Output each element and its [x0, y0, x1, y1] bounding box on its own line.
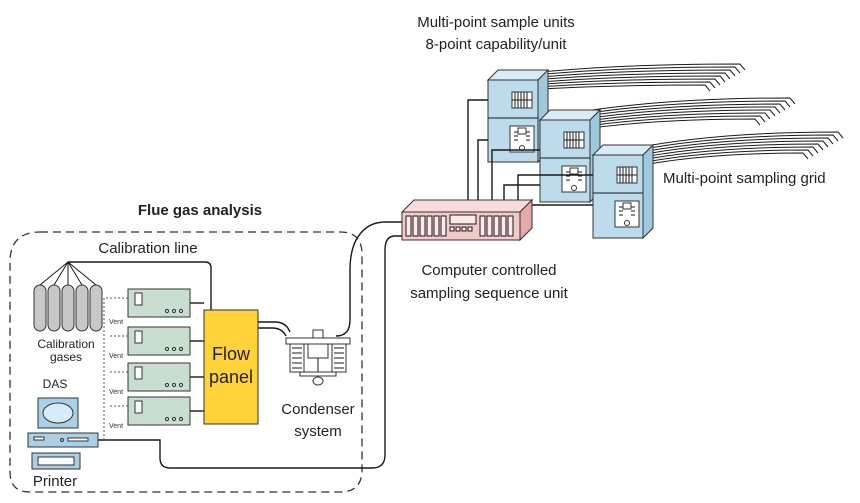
sample-units-label-line1: Multi-point sample units — [417, 14, 575, 31]
flow-panel-label-line2: panel — [209, 367, 253, 387]
sequencer-label-line2: sampling sequence unit — [410, 285, 568, 302]
analyzer-3 — [127, 362, 191, 392]
das-computer — [27, 397, 99, 448]
sequencer-to-condenser-line — [335, 221, 402, 337]
condenser-label-line2: system — [294, 423, 342, 440]
sequencer-unit — [400, 198, 534, 242]
flue-gas-analysis-boundary — [9, 231, 363, 493]
analyzer-1 — [127, 288, 191, 318]
das-label: DAS — [43, 377, 68, 391]
sample-unit-3 — [591, 143, 655, 240]
calibration-gases-label-line1: Calibration — [37, 337, 94, 351]
panel-to-condenser-line — [258, 321, 291, 333]
sequencer-label-line1: Computer controlled — [421, 262, 556, 279]
calibration-gases-label-line2: gases — [50, 350, 82, 364]
flow-panel-label-line1: Flow — [212, 344, 251, 364]
analyzer-2 — [127, 326, 191, 356]
flue-gas-analysis-title: Flue gas analysis — [138, 202, 262, 219]
analyzer-4 — [127, 396, 191, 426]
vent-label-1: Vent — [109, 319, 123, 326]
calibration-line — [68, 261, 212, 310]
sequencer-to-das-line — [98, 235, 402, 469]
panel-to-condenser-line-2 — [258, 327, 287, 337]
calibration-manifold — [39, 261, 97, 286]
sample-units-label-line2: 8-point capability/unit — [426, 36, 568, 53]
vent-label-3: Vent — [109, 389, 123, 396]
sampling-grid-label: Multi-point sampling grid — [663, 170, 826, 187]
sample-unit-1 — [486, 68, 550, 164]
condenser-system — [285, 329, 351, 386]
printer — [31, 452, 81, 470]
condenser-label-line1: Condenser — [281, 401, 354, 418]
unit-to-sequencer-lines — [467, 99, 593, 212]
calibration-gas-cylinders — [33, 284, 103, 332]
vent-label-4: Vent — [109, 423, 123, 430]
analyzer-to-panel-lines — [190, 302, 204, 412]
vent-label-2: Vent — [109, 353, 123, 360]
vent-lines — [103, 297, 128, 440]
sample-unit-2 — [538, 108, 602, 204]
calibration-line-label: Calibration line — [98, 240, 197, 257]
printer-label: Printer — [33, 473, 77, 490]
flow-panel — [203, 309, 259, 425]
